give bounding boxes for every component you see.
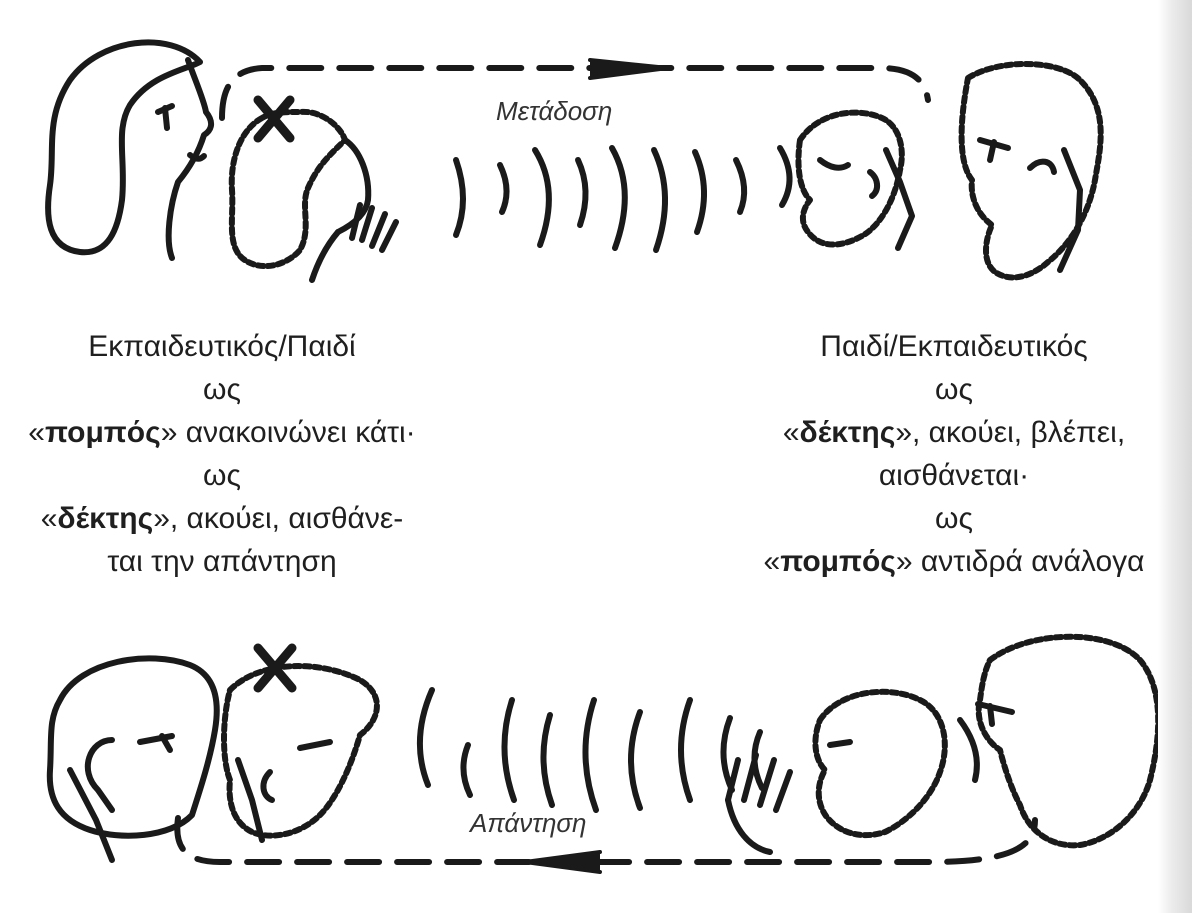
quote-close: » [896, 545, 913, 578]
left-role-title: Εκπαιδευτικός/Παιδί [2, 325, 442, 368]
right-role-block: Παιδί/Εκπαιδευτικός ως «δέκτης», ακούει,… [740, 325, 1168, 583]
left-sender-line: «πομπός» ανακοινώνει κάτι· [2, 411, 442, 454]
right-as-1: ως [740, 368, 1168, 411]
quote-open: « [764, 545, 781, 578]
left-sender-action: ανακοινώνει κάτι· [177, 416, 415, 449]
left-receiver-term: δέκτης [57, 502, 153, 535]
adult-responder-figure [960, 637, 1158, 846]
child-listener-figure-bottom [224, 648, 377, 840]
quote-open: « [41, 502, 58, 535]
transmission-label: Μετάδοση [496, 96, 612, 127]
right-sender-line: «πομπός» αντιδρά ανάλογα [740, 540, 1168, 583]
left-role-block: Εκπαιδευτικός/Παιδί ως «πομπός» ανακοινώ… [2, 325, 442, 583]
right-as-2: ως [740, 497, 1168, 540]
left-receiver-line: «δέκτης», ακούει, αισθάνε- [2, 497, 442, 540]
child-speaker-figure [232, 100, 396, 280]
quote-open: « [28, 416, 45, 449]
left-sender-term: πομπός [45, 416, 161, 449]
right-receiver-action-2: αισθάνεται· [740, 454, 1168, 497]
sound-wave-icon [420, 690, 762, 810]
child-listener-figure [798, 113, 912, 248]
quote-close: » [153, 502, 170, 535]
left-receiver-action-2: ται την απάντηση [2, 540, 442, 583]
quote-close: » [895, 416, 912, 449]
adult-speaker-figure [48, 42, 211, 258]
left-as-2: ως [2, 454, 442, 497]
right-role-title: Παιδί/Εκπαιδευτικός [740, 325, 1168, 368]
right-receiver-line: «δέκτης», ακούει, βλέπει, [740, 411, 1168, 454]
right-sender-action: αντιδρά ανάλογα [913, 545, 1145, 578]
quote-close: » [161, 416, 178, 449]
left-receiver-action: , ακούει, αισθάνε- [170, 502, 403, 535]
right-sender-term: πομπός [780, 545, 896, 578]
quote-open: « [783, 416, 800, 449]
arrow-right-icon [590, 60, 668, 78]
right-receiver-action: , ακούει, βλέπει, [912, 416, 1125, 449]
adult-listener-figure-bottom [50, 658, 217, 860]
left-as-1: ως [2, 368, 442, 411]
adult-listener-figure [962, 64, 1101, 277]
right-receiver-term: δέκτης [800, 416, 896, 449]
response-label: Απάντηση [470, 808, 587, 839]
sound-wave-icon [456, 148, 790, 250]
arrow-left-icon [525, 852, 600, 872]
child-responder-figure [728, 692, 945, 852]
